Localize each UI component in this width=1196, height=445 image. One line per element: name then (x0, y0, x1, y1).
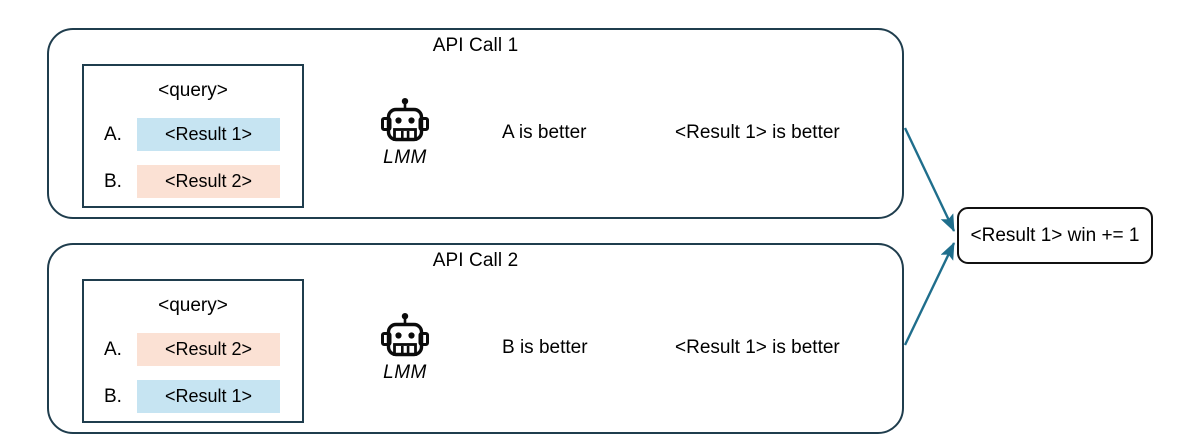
model-label-2: LMM (383, 362, 427, 383)
api-call-panel-1: API Call 1 <query> A. <Result 1> B. <Res… (47, 28, 904, 219)
verdict-raw-2: B is better (502, 337, 588, 358)
arrow-panel1-to-result (903, 127, 956, 232)
panel-2-title: API Call 2 (432, 250, 519, 271)
panel-1-title: API Call 1 (432, 35, 519, 56)
query-label-2: <query> (158, 295, 228, 316)
model-block-2: LMM (379, 313, 431, 384)
option-row-a-2: A. <Result 2> (104, 333, 280, 366)
option-chip-a-1: <Result 1> (137, 118, 280, 151)
result-label: <Result 1> win += 1 (970, 224, 1140, 246)
option-letter-a-2: A. (104, 338, 122, 360)
option-row-b-1: B. <Result 2> (104, 165, 280, 198)
verdict-resolved-2: <Result 1> is better (675, 337, 840, 358)
option-chip-b-2: <Result 1> (137, 380, 280, 413)
option-row-b-2: B. <Result 1> (104, 380, 280, 413)
query-label-1: <query> (158, 80, 228, 101)
model-block-1: LMM (379, 98, 431, 169)
model-label-1: LMM (383, 147, 427, 168)
robot-icon (379, 98, 431, 144)
option-chip-a-2: <Result 2> (137, 333, 280, 366)
option-row-a-1: A. <Result 1> (104, 118, 280, 151)
query-box-2: <query> A. <Result 2> B. <Result 1> (82, 279, 304, 423)
option-letter-a-1: A. (104, 123, 122, 145)
query-box-1: <query> A. <Result 1> B. <Result 2> (82, 64, 304, 208)
arrow-panel2-to-result (903, 242, 956, 346)
verdict-raw-1: A is better (502, 122, 587, 143)
api-call-panel-2: API Call 2 <query> A. <Result 2> B. <Res… (47, 243, 904, 434)
option-letter-b-2: B. (104, 385, 122, 407)
option-chip-b-1: <Result 2> (137, 165, 280, 198)
result-box: <Result 1> win += 1 (957, 207, 1153, 264)
verdict-resolved-1: <Result 1> is better (675, 122, 840, 143)
robot-icon (379, 313, 431, 359)
option-letter-b-1: B. (104, 170, 122, 192)
